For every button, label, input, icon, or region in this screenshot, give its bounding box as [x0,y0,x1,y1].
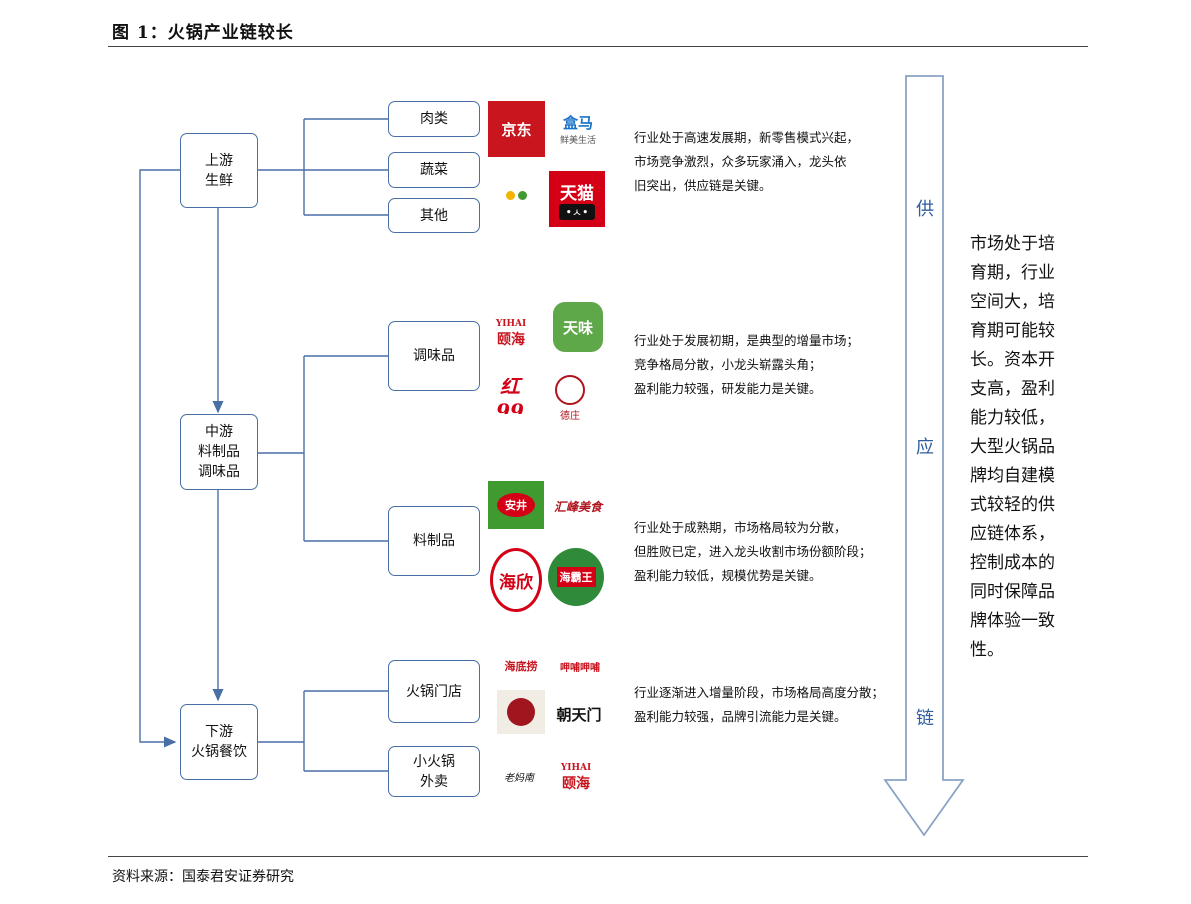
node-upstream: 上游 生鲜 [180,133,258,208]
side-line: 长。资本开 [970,350,1055,370]
arrow-label-3: 链 [916,708,934,729]
desc-downstream-line2: 盈利能力较强，品牌引流能力是关键。 [634,709,847,724]
arrow-label-2: 应 [916,437,934,458]
side-line: 市场处于培 [970,234,1055,254]
node-midstream-line3: 调味品 [198,464,240,480]
top-rule [108,46,1088,47]
deyi-emblem-icon [555,374,585,405]
category-takeaway-line2: 外卖 [420,773,448,790]
yihai-logo-2-en: YIHAI [560,763,592,773]
side-line: 大型火锅品 [970,437,1055,457]
side-line: 牌体验一致 [970,611,1055,631]
hong99-logo: 红99 [496,378,524,414]
desc-seasoning-line2: 竞争格局分散，小龙头崭露头角； [634,357,822,372]
category-meat: 肉类 [388,101,480,137]
desc-upstream: 行业处于高速发展期，新零售模式兴起， 市场竞争激烈，众多玩家涌入，龙头依 旧突出… [634,126,859,198]
yihai-logo-2-cn: 颐海 [562,776,590,792]
arrow-label-1: 供 [916,199,934,220]
xiabu-logo: 呷哺呷哺 [560,662,600,674]
category-takeaway: 小火锅 外卖 [388,746,480,797]
side-line: 育期可能较 [970,321,1055,341]
category-hotpot-store: 火锅门店 [388,660,480,723]
bottom-rule [108,856,1088,857]
desc-upstream-line3: 旧突出，供应链是关键。 [634,178,772,193]
category-vegetables: 蔬菜 [388,152,480,188]
yihai-logo-1-en: YIHAI [495,319,527,329]
node-downstream: 下游 火锅餐饮 [180,704,258,780]
anjing-logo: 安井 [488,481,544,529]
side-line: 式较轻的供 [970,495,1055,515]
green-dot-icon [518,190,527,200]
deyi-logo: 德庄 [550,372,590,424]
tianwei-logo: 天味 [553,302,603,352]
node-midstream: 中游 料制品 调味品 [180,414,258,490]
desc-prepared-line3: 盈利能力较低，规模优势是关键。 [634,568,822,583]
hotpot-brand-emblem-icon [507,698,535,726]
side-line: 性。 [970,640,1004,660]
side-line: 应链体系， [970,524,1055,544]
side-line: 支高，盈利 [970,379,1055,399]
side-line: 空间大，培 [970,292,1055,312]
desc-prepared: 行业处于成熟期，市场格局较为分散， 但胜败已定，进入龙头收割市场份额阶段； 盈利… [634,516,872,588]
desc-prepared-line2: 但胜败已定，进入龙头收割市场份额阶段； [634,544,872,559]
tmall-face-icon: •ㅅ• [559,203,595,220]
desc-upstream-line2: 市场竞争激烈，众多玩家涌入，龙头依 [634,154,847,169]
chaotianmen-logo: 朝天门 [556,705,602,724]
desc-upstream-line1: 行业处于高速发展期，新零售模式兴起， [634,130,860,145]
figure-title: 图 1：火锅产业链较长 [112,23,294,43]
category-seasoning: 调味品 [388,321,480,391]
category-takeaway-line1: 小火锅 [413,753,455,770]
tmall-logo-text: 天猫 [560,183,594,204]
desc-downstream-line1: 行业逐渐进入增量阶段，市场格局高度分散； [634,685,885,700]
orange-dot-icon [506,190,515,200]
haidilao-logo: 海底捞 [504,660,538,673]
hema-logo: 盒马 鲜美生活 [553,103,603,155]
side-summary: 市场处于培 育期，行业 空间大，培 育期可能较 长。资本开 支高，盈利 能力较低… [970,230,1066,665]
desc-seasoning-line1: 行业处于发展初期，是典型的增量市场； [634,333,860,348]
node-upstream-line1: 上游 [205,152,233,169]
side-line: 同时保障品 [970,582,1055,602]
supply-chain-arrow-shape [883,75,965,837]
desc-seasoning-line3: 盈利能力较强，研发能力是关键。 [634,381,822,396]
haibawang-logo: 海霸王 [548,548,604,606]
hema-logo-bottom: 鲜美生活 [559,136,596,146]
side-line: 牌均自建模 [970,466,1055,486]
huiji-logo: 汇峰美食 [553,499,602,514]
yihai-logo-1-cn: 颐海 [497,332,525,348]
node-downstream-line1: 下游 [205,724,233,740]
jd-logo: 京东 [488,101,545,157]
desc-prepared-line1: 行业处于成熟期，市场格局较为分散， [634,520,847,535]
deyi-logo-text: 德庄 [560,410,580,422]
hotpot-brand-logo [497,690,545,734]
category-other: 其他 [388,198,480,233]
yihai-logo-1: YIHAI 颐海 [488,316,534,352]
node-upstream-line2: 生鲜 [205,172,233,189]
node-midstream-line1: 中游 [205,424,233,440]
haixin-logo: 海欣 [490,548,542,612]
side-line: 控制成本的 [970,553,1055,573]
category-prepared: 料制品 [388,506,480,576]
node-downstream-line2: 火锅餐饮 [191,744,247,760]
tmall-logo: 天猫 •ㅅ• [549,171,605,227]
source-note: 资料来源：国泰君安证券研究 [112,869,294,885]
desc-downstream: 行业逐渐进入增量阶段，市场格局高度分散； 盈利能力较强，品牌引流能力是关键。 [634,681,884,729]
side-line: 能力较低， [970,408,1055,428]
laomalan-logo: 老妈南 [504,772,534,784]
hema-logo-top: 盒马 [562,114,593,132]
anjing-logo-text: 安井 [497,493,535,517]
vegetable-brand-logo [490,184,543,206]
side-line: 育期，行业 [970,263,1055,283]
yihai-logo-2: YIHAI 颐海 [553,760,599,796]
node-midstream-line2: 料制品 [198,444,240,460]
desc-seasoning: 行业处于发展初期，是典型的增量市场； 竞争格局分散，小龙头崭露头角； 盈利能力较… [634,329,859,401]
haibawang-logo-text: 海霸王 [556,567,596,587]
